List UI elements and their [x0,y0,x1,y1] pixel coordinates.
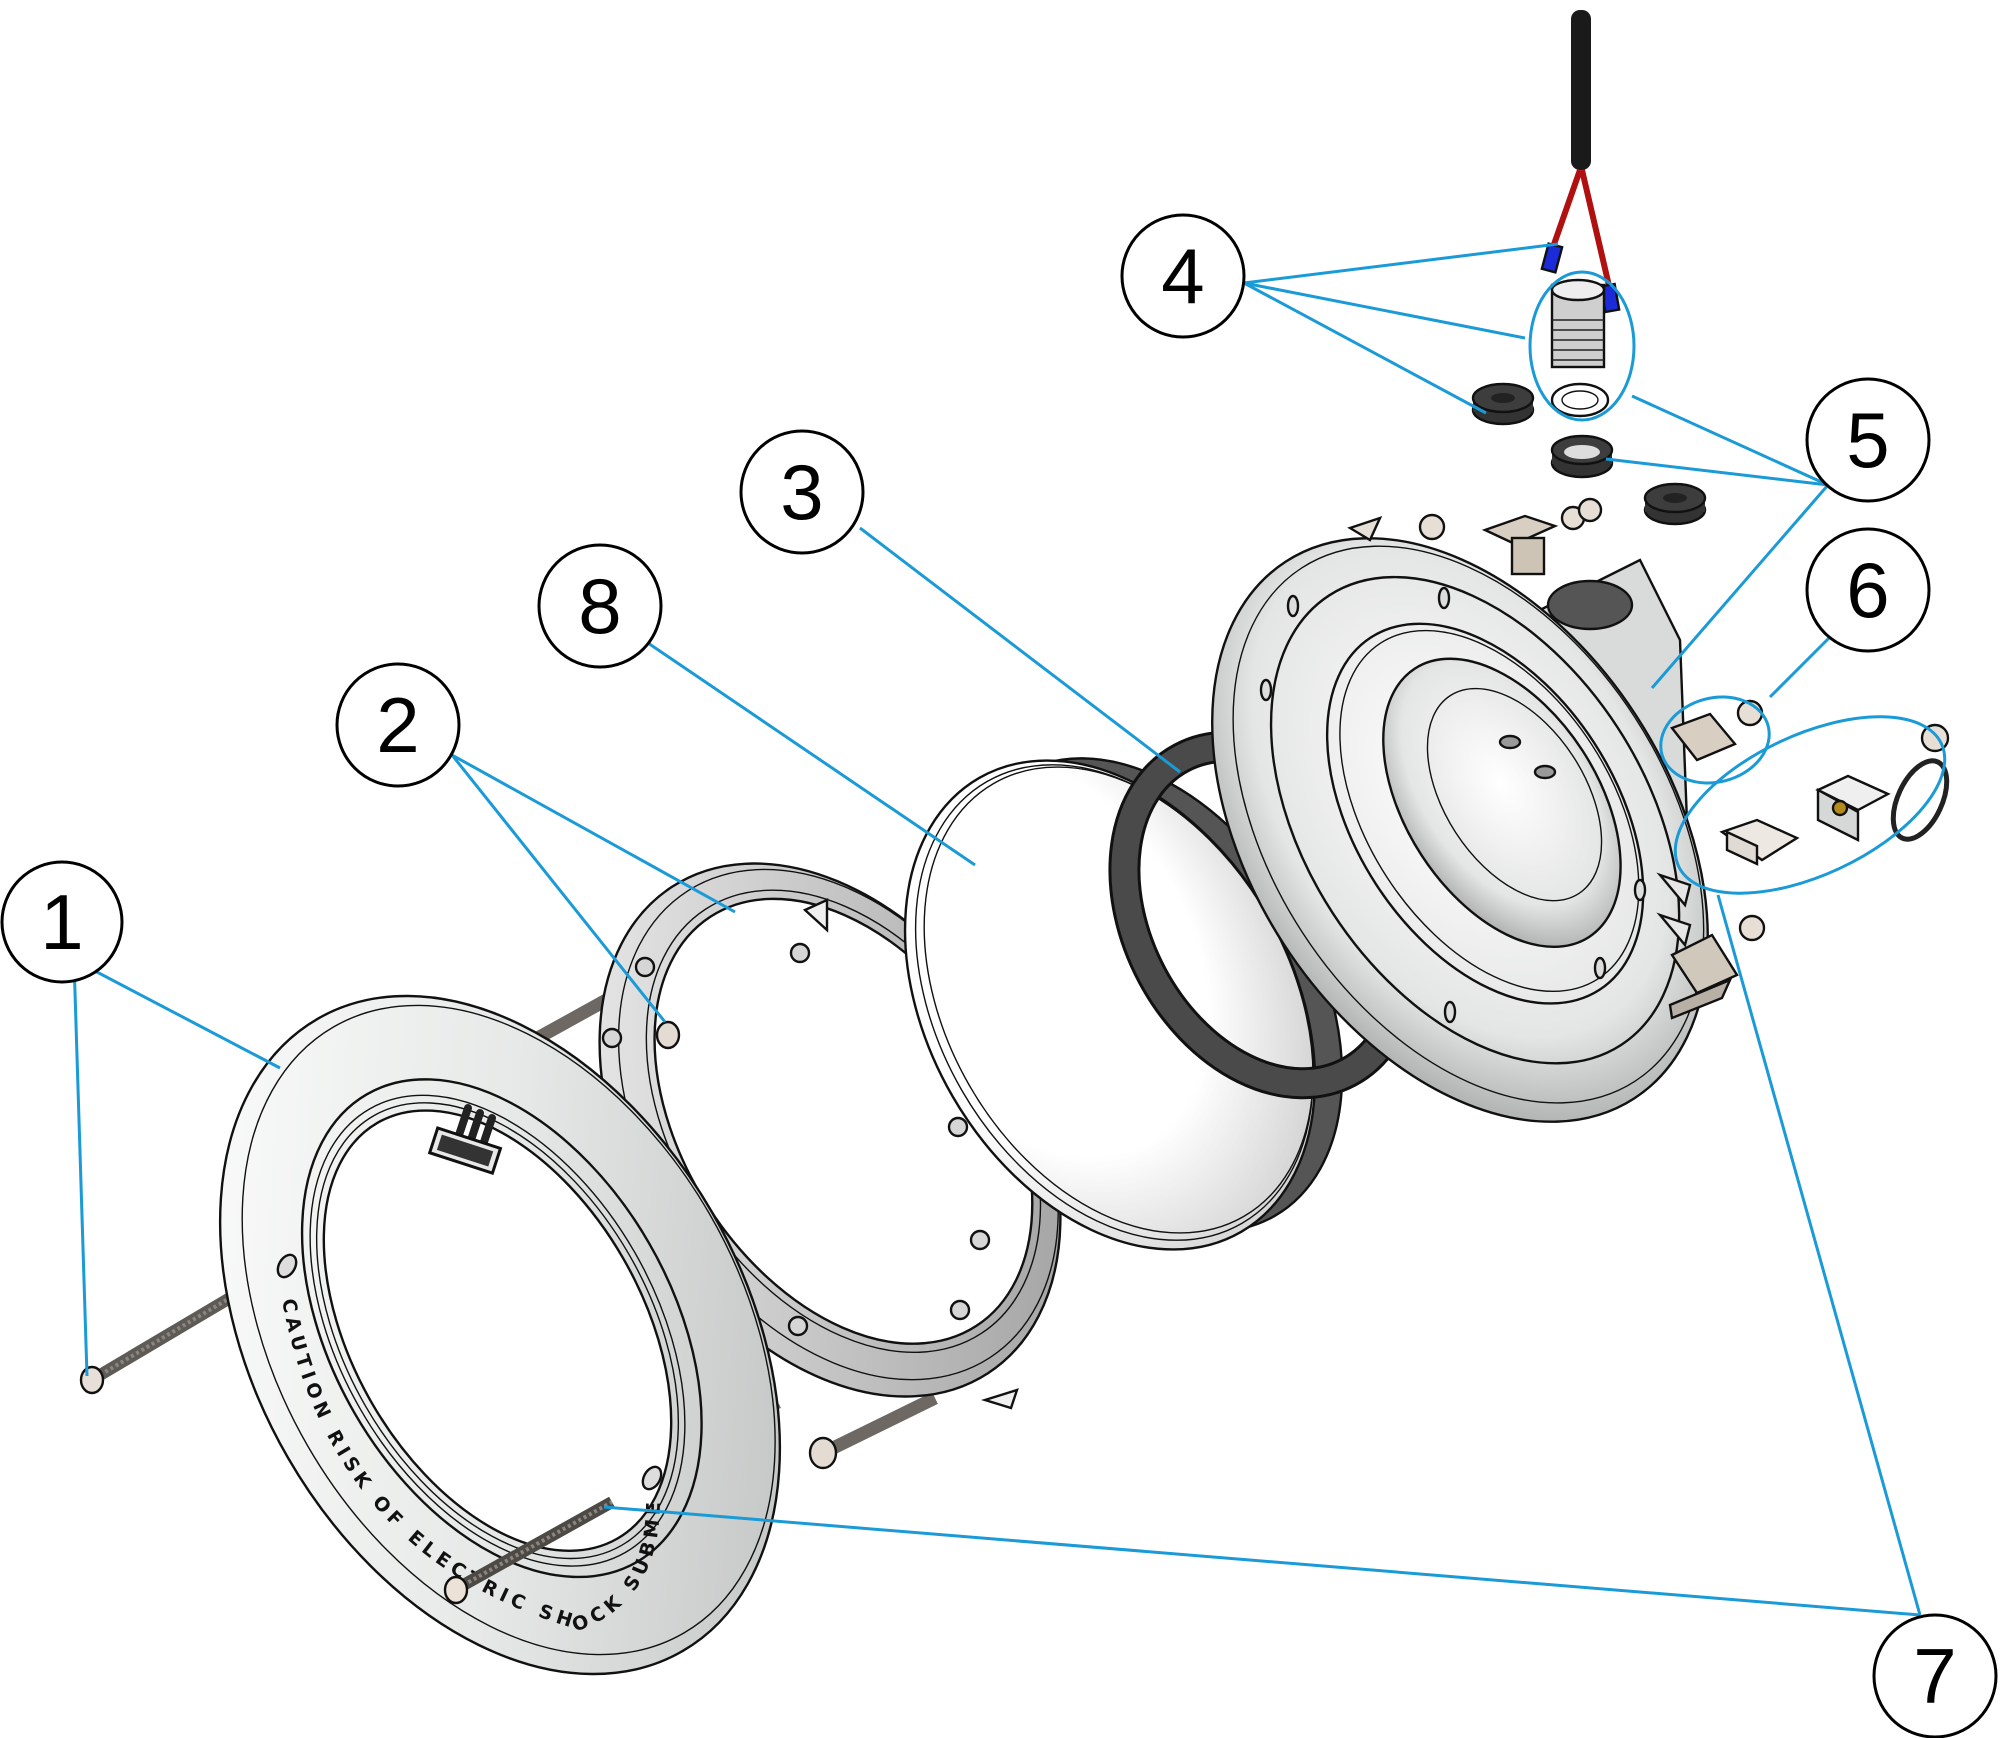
terminal-kit [1719,723,1950,942]
power-cable [1540,10,1621,314]
cable-gland [1550,278,1610,418]
callout-8-label: 8 [578,562,621,650]
callout-6[interactable]: 6 [1805,527,1931,653]
callout-1-label: 1 [40,878,83,966]
callout-7-label: 7 [1913,1632,1956,1720]
light-housing [1211,515,1709,1123]
group-ellipse-gland [1528,270,1636,422]
faceplate-badge [427,1126,503,1176]
group-ellipse-terminal-kit [1673,715,1947,895]
callout-1[interactable]: 1 [0,860,124,984]
callout-6-label: 6 [1846,546,1889,634]
leader-lines [72,242,1922,1617]
callout-7[interactable]: 7 [1872,1613,1998,1738]
callout-2[interactable]: 2 [335,662,461,788]
callout-4[interactable]: 4 [1120,213,1246,339]
callout-5-label: 5 [1846,396,1889,484]
callout-3-label: 3 [780,448,823,536]
callout-3[interactable]: 3 [739,429,865,555]
side-clip-and-nut [1670,699,1764,762]
callout-8[interactable]: 8 [537,543,663,669]
faceplate-screw [79,1286,244,1395]
rubber-grommets [1471,382,1707,526]
callout-2-label: 2 [376,681,419,769]
bottom-clip [1668,933,1739,1020]
callout-4-label: 4 [1161,232,1204,320]
group-ellipse-clip [1659,695,1771,785]
callout-5[interactable]: 5 [1805,377,1931,503]
top-clip-and-nuts [1418,497,1603,576]
